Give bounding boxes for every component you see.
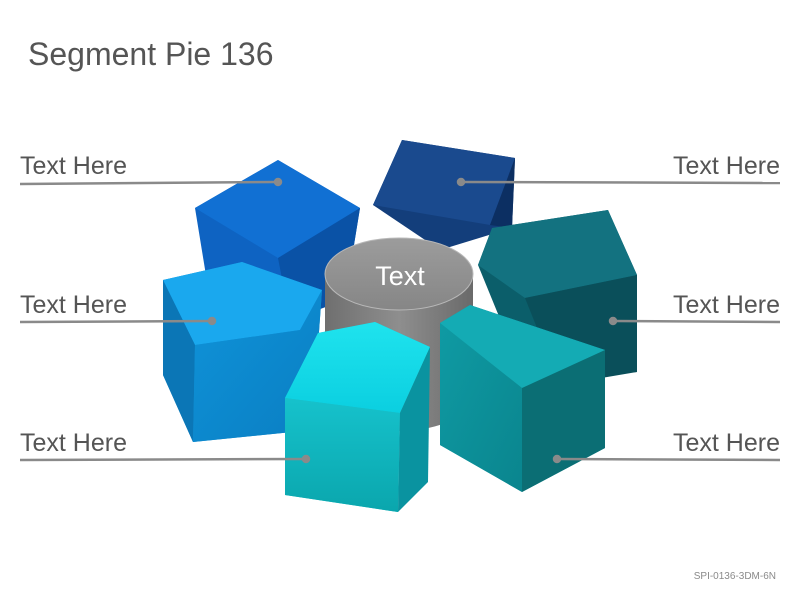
leader-line-left-middle (19, 319, 213, 324)
leader-dot-right-middle (608, 316, 618, 326)
slide-title: Segment Pie 136 (28, 36, 274, 72)
center-label: Text (375, 261, 425, 291)
leader-dot-left-bottom (301, 454, 311, 464)
leader-line-left-bottom (19, 457, 307, 462)
label-left-middle: Text Here (20, 291, 127, 319)
leader-dot-right-top (456, 177, 466, 187)
leader-dot-left-middle (207, 316, 217, 326)
leader-line-right-middle (612, 319, 781, 324)
slide-code: SPI-0136-3DM-6N (693, 571, 776, 582)
segment-cyan (285, 322, 430, 512)
label-left-top: Text Here (20, 152, 127, 180)
label-right-bottom: Text Here (673, 429, 780, 457)
segment-teal (440, 305, 605, 492)
label-right-middle: Text Here (673, 291, 780, 319)
leader-line-left-top (19, 180, 279, 186)
leader-line-right-top (460, 180, 781, 185)
label-left-bottom: Text Here (20, 429, 127, 457)
leader-line-right-bottom (556, 457, 781, 462)
leader-lines (19, 177, 781, 464)
leader-dot-left-top (273, 177, 283, 187)
segment-navy (373, 140, 515, 250)
leader-dot-right-bottom (552, 454, 562, 464)
label-right-top: Text Here (673, 152, 780, 180)
